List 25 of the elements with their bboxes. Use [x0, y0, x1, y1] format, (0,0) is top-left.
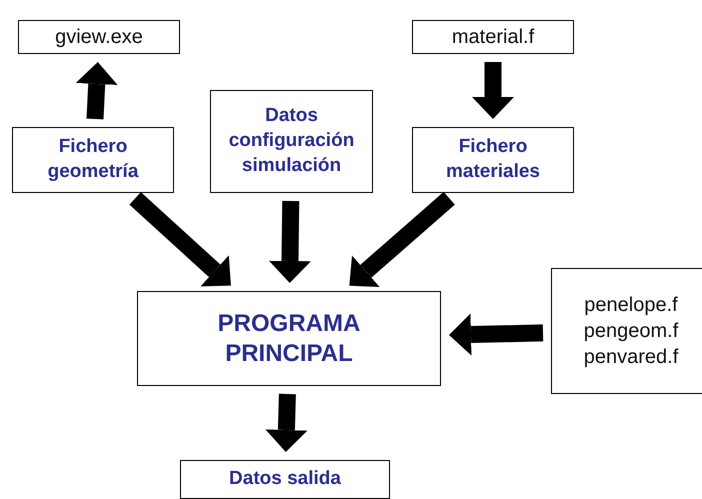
process-box — [137, 291, 441, 386]
node-label: gview.exe — [55, 26, 143, 48]
block-arrow — [268, 200, 311, 283]
block-arrow — [472, 62, 514, 119]
block-arrow — [129, 192, 231, 286]
node-label: Datos salida — [229, 467, 341, 492]
block-arrow — [449, 314, 544, 356]
node-label: pengeom.f — [584, 319, 678, 344]
file-box — [18, 20, 180, 54]
file-box — [412, 20, 574, 54]
process-box — [210, 90, 373, 193]
block-arrow — [76, 62, 118, 120]
node-label: penelope.f — [584, 293, 678, 318]
node-label: PROGRAMA PRINCIPAL — [216, 308, 362, 368]
process-box — [180, 460, 390, 499]
node-label: Datos configuración simulación — [228, 104, 356, 178]
block-arrow — [265, 394, 308, 452]
process-box — [12, 127, 174, 193]
node-label: Fichero materiales — [444, 135, 541, 184]
node-label: Fichero geometría — [46, 135, 140, 184]
process-box — [412, 127, 574, 193]
file-list-box — [551, 268, 702, 394]
node-label: material.f — [452, 26, 534, 48]
block-arrow — [349, 192, 455, 288]
node-label: penvared.f — [584, 345, 678, 370]
